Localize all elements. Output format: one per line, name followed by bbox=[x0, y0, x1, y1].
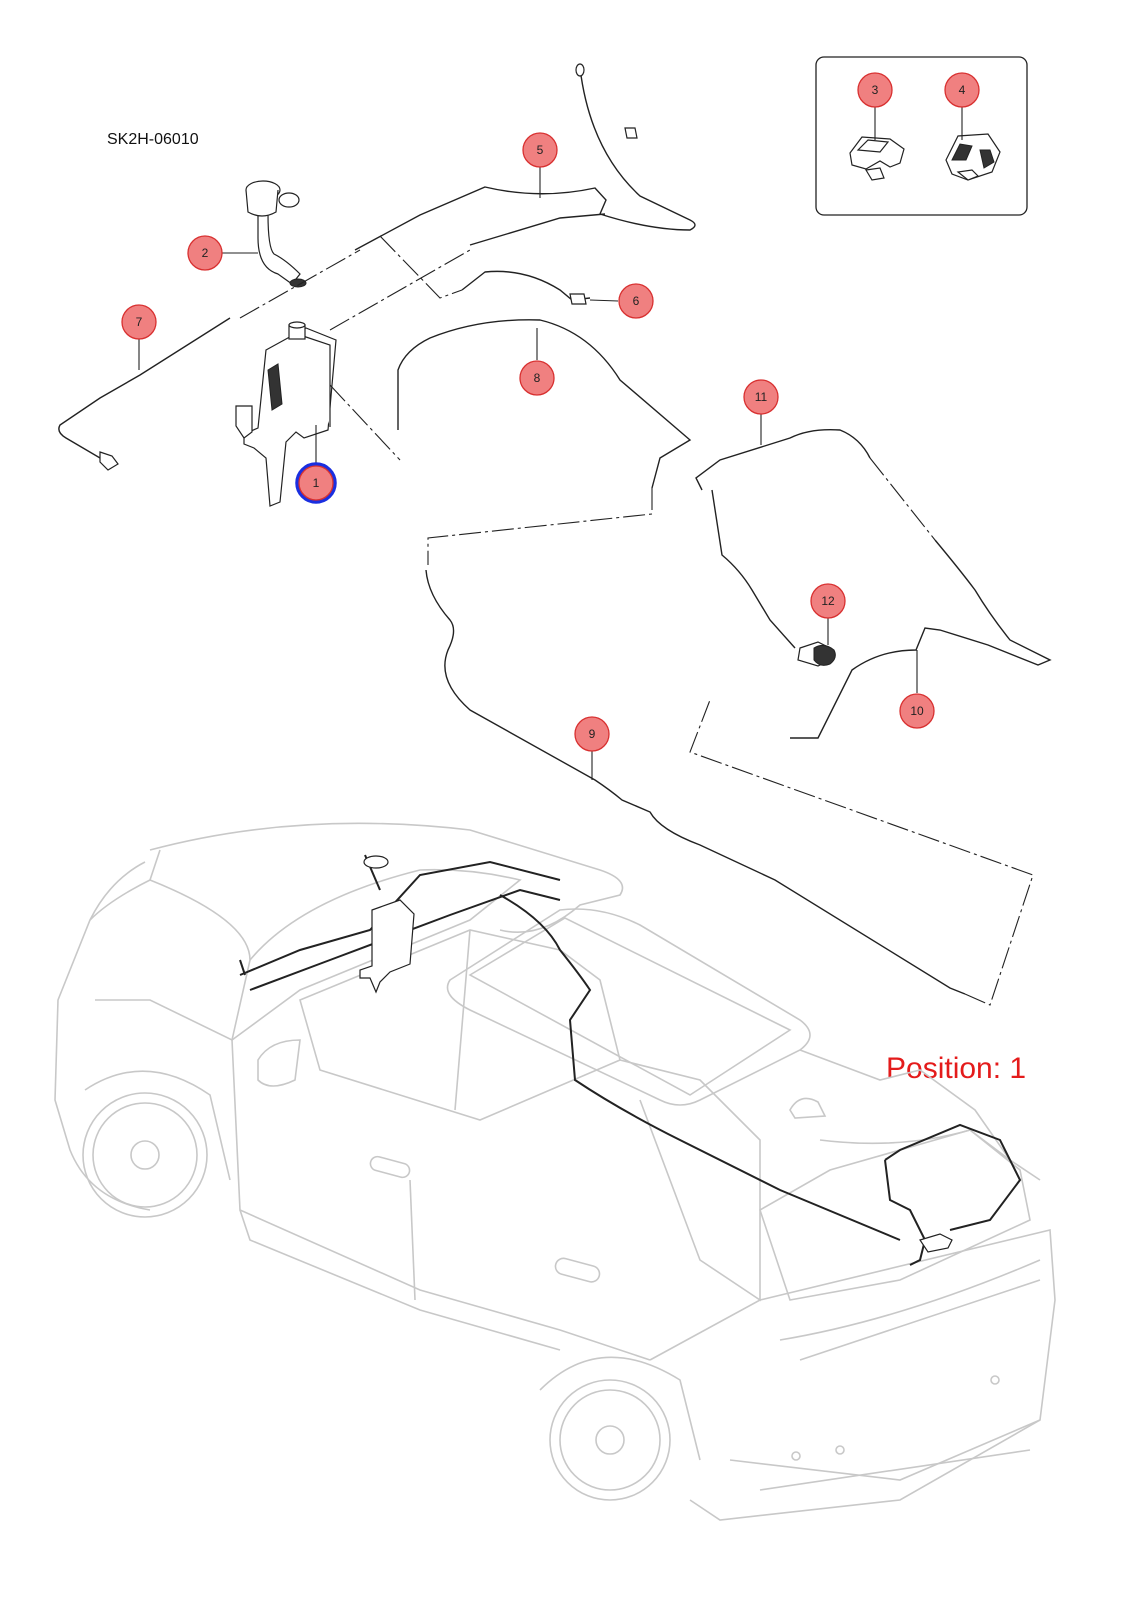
callout-2[interactable]: 2 bbox=[187, 235, 258, 271]
callout-9[interactable]: 9 bbox=[574, 716, 610, 780]
callout-8-bubble[interactable] bbox=[519, 360, 555, 396]
callout-7[interactable]: 7 bbox=[121, 304, 157, 370]
callout-6-leader bbox=[589, 299, 619, 302]
car-hoses bbox=[239, 854, 1022, 1266]
callout-10-label: 10 bbox=[910, 704, 924, 718]
callout-1[interactable]: 1 bbox=[295, 425, 337, 504]
hose-8 bbox=[397, 319, 692, 489]
selected-callout-ring bbox=[295, 462, 337, 504]
callout-12-label: 12 bbox=[821, 594, 835, 608]
callout-8[interactable]: 8 bbox=[519, 328, 555, 396]
washer-reservoir bbox=[235, 321, 337, 507]
leader-9-dash-top bbox=[427, 488, 653, 565]
callout-4-label: 4 bbox=[959, 83, 966, 97]
callout-5-label: 5 bbox=[537, 143, 544, 157]
callout-1-label: 1 bbox=[313, 476, 320, 490]
callout-8-label: 8 bbox=[534, 371, 541, 385]
callout-10[interactable]: 10 bbox=[899, 650, 935, 729]
callout-2-label: 2 bbox=[202, 246, 209, 260]
callout-6-bubble[interactable] bbox=[618, 283, 654, 319]
diagram-code: SK2H-06010 bbox=[107, 131, 199, 148]
callout-10-bubble[interactable] bbox=[899, 693, 935, 729]
callout-11[interactable]: 11 bbox=[743, 379, 779, 445]
callout-9-bubble[interactable] bbox=[574, 716, 610, 752]
callout-6[interactable]: 6 bbox=[589, 283, 654, 319]
callout-5-bubble[interactable] bbox=[522, 132, 558, 168]
callout-7-label: 7 bbox=[136, 315, 143, 329]
callout-11-bubble[interactable] bbox=[743, 379, 779, 415]
clip-4-part bbox=[945, 133, 1001, 181]
hose-6 bbox=[461, 270, 591, 301]
callout-11-label: 11 bbox=[755, 390, 768, 404]
callout-3[interactable]: 3 bbox=[857, 72, 893, 140]
car-outline bbox=[54, 822, 1056, 1521]
callout-4-bubble[interactable] bbox=[944, 72, 980, 108]
callout-12-bubble[interactable] bbox=[810, 583, 846, 619]
inset-box bbox=[815, 56, 1028, 216]
callout-7-bubble[interactable] bbox=[121, 304, 157, 340]
hose-5 bbox=[354, 67, 696, 251]
clip-3-part bbox=[849, 136, 905, 181]
callout-2-bubble[interactable] bbox=[187, 235, 223, 271]
hose-7 bbox=[58, 317, 231, 463]
callout-12[interactable]: 12 bbox=[810, 583, 846, 645]
callout-3-label: 3 bbox=[872, 83, 879, 97]
callout-4[interactable]: 4 bbox=[944, 72, 980, 140]
callout-3-bubble[interactable] bbox=[857, 72, 893, 108]
callout-5[interactable]: 5 bbox=[522, 132, 558, 198]
hose-9 bbox=[425, 569, 966, 995]
position-label: Position: 1 bbox=[886, 1052, 1027, 1085]
filler-neck bbox=[245, 180, 307, 288]
callout-9-label: 9 bbox=[589, 727, 596, 741]
hose-11 bbox=[695, 428, 871, 491]
callout-1-bubble[interactable] bbox=[298, 465, 334, 501]
callout-6-label: 6 bbox=[633, 294, 640, 308]
